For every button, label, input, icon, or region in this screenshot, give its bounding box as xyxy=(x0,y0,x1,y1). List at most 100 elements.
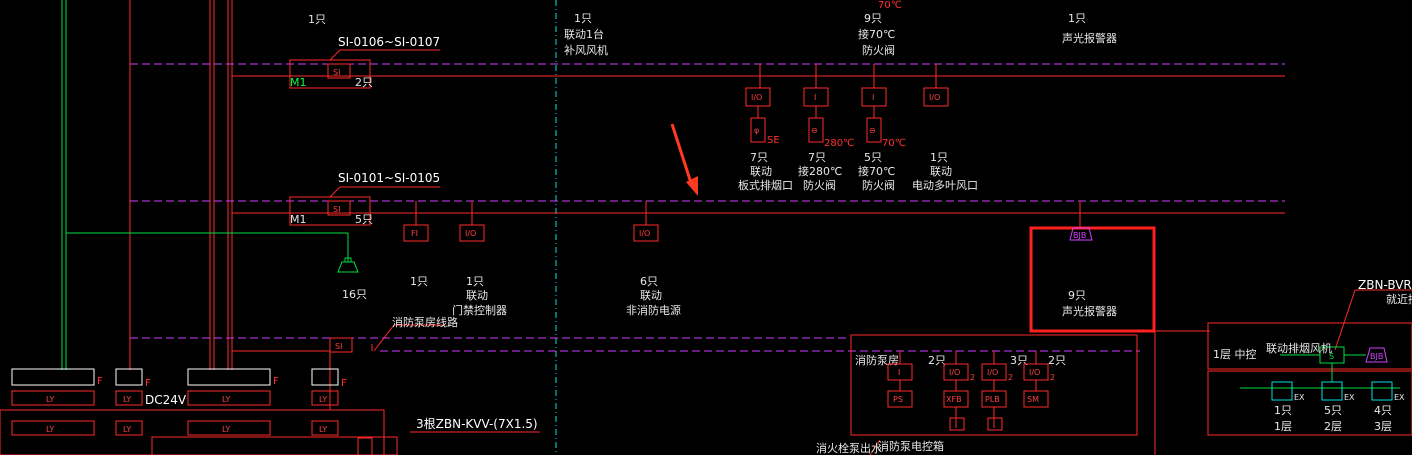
pump-bottom-box-label: PS xyxy=(893,395,903,404)
right-floor-label: 1层 xyxy=(1274,420,1292,433)
ly-label: LY xyxy=(222,425,230,434)
right-bjb-icon[interactable] xyxy=(1365,347,1388,363)
upper-device-box-label: I xyxy=(872,93,874,102)
pump-count-2b: 2只 xyxy=(1048,354,1066,367)
upper-device-line1: 接280℃ xyxy=(798,165,842,178)
highlight-frame[interactable] xyxy=(1029,226,1156,333)
fuse-f: F xyxy=(145,378,151,389)
right-floor-label: 3层 xyxy=(1374,420,1392,433)
terminal-strip xyxy=(311,368,339,386)
ly-box[interactable] xyxy=(311,420,339,436)
ly-label: LY xyxy=(46,425,54,434)
pump-bottom-box-label: SM xyxy=(1027,395,1039,404)
lower-devices: FI 1只 I/O 1只 联动 门禁控制器 I/O 6只 联动 非消防电源 xyxy=(403,224,681,317)
right-s-box: S xyxy=(1329,352,1334,361)
damper280-symbol[interactable] xyxy=(808,117,824,143)
pump-bottom-box[interactable] xyxy=(887,390,913,408)
ly-box[interactable] xyxy=(115,420,143,436)
ly-box[interactable] xyxy=(11,420,95,436)
detector-ex: EX xyxy=(1344,393,1355,402)
pump-bottom-box[interactable] xyxy=(1023,390,1049,408)
pump-top-box[interactable] xyxy=(981,363,1007,381)
upper-device-box[interactable] xyxy=(923,87,949,107)
upper-si-box[interactable] xyxy=(327,63,351,79)
upper-device-count: 5只 xyxy=(864,151,882,164)
pump-sub-small: 2 xyxy=(1050,373,1055,382)
lower-si-box[interactable] xyxy=(327,200,351,216)
upper-device-box-label: I/O xyxy=(751,93,762,102)
right-floor-label: 2层 xyxy=(1324,420,1342,433)
alarm-bjb-icon[interactable] xyxy=(1069,227,1093,241)
ly-box[interactable] xyxy=(187,420,271,436)
damper70-temp: 70℃ xyxy=(878,0,902,11)
speaker-icon[interactable] xyxy=(337,261,359,273)
damper280-note: 280℃ xyxy=(824,138,854,149)
detector-icon[interactable] xyxy=(1371,381,1393,401)
lower-device-count: 6只 xyxy=(640,275,658,288)
pump-bottom-box[interactable] xyxy=(943,390,969,408)
ly-label: LY xyxy=(123,425,131,434)
ly-box[interactable] xyxy=(11,390,95,406)
upper-device-count: 1只 xyxy=(930,151,948,164)
pump-si-box[interactable] xyxy=(329,337,353,353)
damper70-symbol[interactable] xyxy=(866,117,882,143)
top-count-left: 1只 xyxy=(308,13,326,26)
alarm-count: 9只 xyxy=(1068,289,1086,302)
upper-module: M1 xyxy=(290,76,307,89)
pump-room-title: 消防泵房 xyxy=(855,353,899,367)
pump-count-2a: 2只 xyxy=(928,354,946,367)
upper-device-line1: 联动 xyxy=(930,165,952,178)
terminal-strip xyxy=(187,368,271,386)
speaker: 16只 xyxy=(337,257,367,301)
pump-bottom-box[interactable] xyxy=(981,390,1007,408)
damper70-note: 70℃ xyxy=(882,138,906,149)
upper-device-line2: 电动多叶风口 xyxy=(912,178,978,192)
detector-icon[interactable] xyxy=(1321,381,1343,401)
upper-device-count: 7只 xyxy=(808,151,826,164)
lower-device-box-label: I/O xyxy=(465,229,476,238)
ly-box[interactable] xyxy=(187,390,271,406)
pump-top-box[interactable] xyxy=(887,363,913,381)
smoke-outlet-symbol[interactable] xyxy=(750,117,766,143)
ly-box[interactable] xyxy=(311,390,339,406)
speaker-icon-cap xyxy=(344,257,352,263)
lower-device-box-label: FI xyxy=(411,229,418,238)
pump-si-label: SI xyxy=(335,342,342,351)
alarm-bjb-label: BJB xyxy=(1073,231,1086,240)
pump-top-box[interactable] xyxy=(943,363,969,381)
upper-device-box[interactable] xyxy=(745,87,771,107)
upper-loop-count: 2只 xyxy=(355,76,373,89)
pump-count-3: 3只 xyxy=(1010,354,1028,367)
pump-bottom-box-label: XFB xyxy=(946,395,962,404)
ly-box[interactable] xyxy=(115,390,143,406)
lower-device-box[interactable] xyxy=(459,224,485,242)
upper-device-box[interactable] xyxy=(861,87,887,107)
lower-device-line1: 联动 xyxy=(640,289,662,302)
smoke-outlet-glyph: φ xyxy=(754,126,759,135)
lower-device-count: 1只 xyxy=(410,275,428,288)
right-cable: ZBN-BVR xyxy=(1358,278,1412,292)
speaker-count: 16只 xyxy=(342,288,367,301)
lower-device-box-label: I/O xyxy=(639,229,650,238)
terminal-strip xyxy=(115,368,143,386)
arrow-shaft xyxy=(670,123,694,187)
upper-device-box-label: I xyxy=(814,93,816,102)
upper-loop-range: SI-0106~SI-0107 xyxy=(338,35,440,49)
supply-fan-name: 补风风机 xyxy=(564,43,608,57)
right-bjb-label: BJB xyxy=(1370,352,1383,361)
damper280-glyph: ⊖ xyxy=(811,126,818,135)
lower-device-box[interactable] xyxy=(403,224,429,242)
upper-device-line2: 板式排烟口 xyxy=(738,178,793,192)
highlighted-alarm: BJB 9只 声光报警器 xyxy=(1029,226,1156,333)
upper-device-box[interactable] xyxy=(803,87,829,107)
lower-device-count: 1只 xyxy=(466,275,484,288)
right-floor: 1层 中控 xyxy=(1213,347,1257,361)
detector-icon[interactable] xyxy=(1271,381,1293,401)
pump-line-label: 消防泵房线路 xyxy=(392,315,458,329)
pump-top-box[interactable] xyxy=(1023,363,1049,381)
lower-device-box[interactable] xyxy=(633,224,659,242)
upper-device-line1: 联动 xyxy=(750,165,772,178)
lower-device-line2: 门禁控制器 xyxy=(452,303,507,317)
